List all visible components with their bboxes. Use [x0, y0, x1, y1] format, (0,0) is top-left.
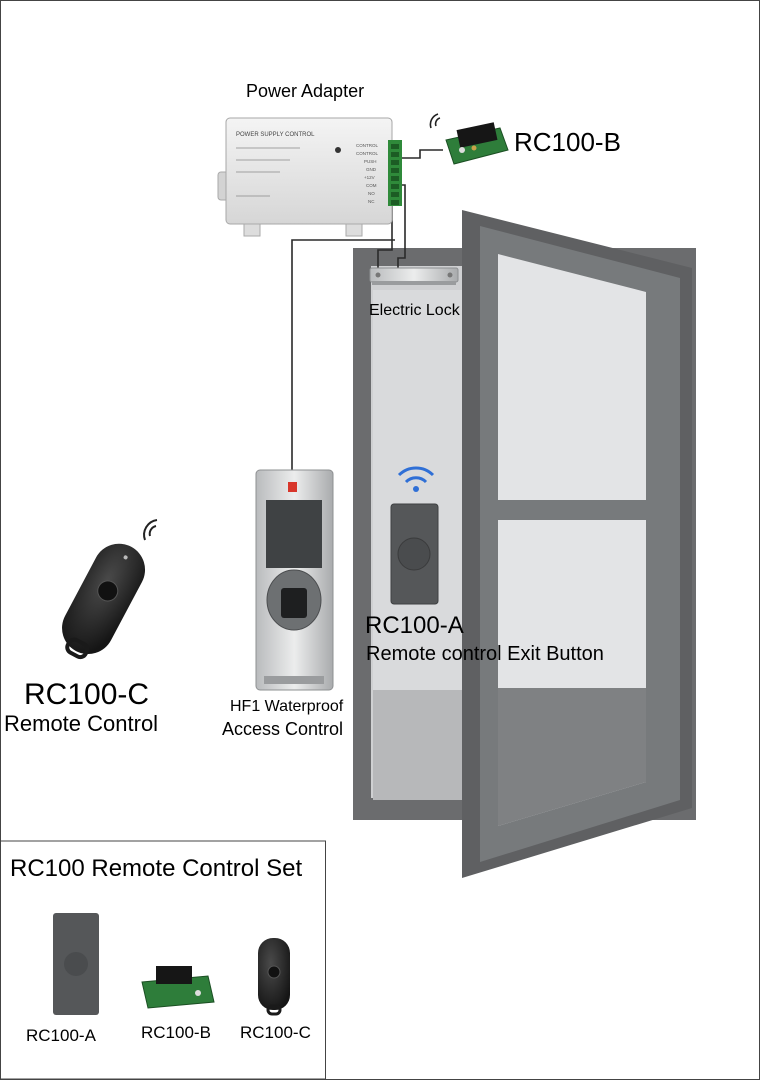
label-rc100c: RC100-C [24, 678, 150, 711]
label-rc100a: RC100-A [365, 612, 464, 639]
electric-lock [369, 267, 459, 285]
set-label-rc100c: RC100-C [240, 1023, 311, 1042]
relay [456, 122, 498, 148]
wifi-icon [404, 476, 428, 484]
label-rc100b: RC100-B [514, 127, 621, 157]
rc100a-exit-button [390, 466, 439, 605]
wire-lock-a [397, 184, 406, 270]
terminal-labels: CONTROL CONTROL PUSH GND +12V COM NO NC [356, 143, 378, 204]
wifi-icon [434, 117, 441, 127]
rc100b-receiver [429, 113, 509, 165]
label-electric-lock: Electric Lock [369, 302, 460, 319]
rc100c-remote [62, 519, 158, 660]
terminal-label: +12V [364, 175, 375, 180]
label-hf1-line2: Access Control [222, 719, 344, 739]
relay [156, 966, 192, 984]
lock-body [369, 267, 459, 283]
floor-shade [373, 690, 462, 800]
hf1-led [288, 482, 297, 492]
door-upper-pane [498, 254, 646, 500]
terminal-label: NO [368, 191, 375, 196]
label-rc100c-desc: Remote Control [4, 711, 159, 736]
label-hf1-line1: HF1 Waterproof [230, 698, 344, 715]
set-item-rc100c [258, 938, 290, 1016]
terminal-label: COM [366, 183, 377, 188]
hf1-access-control [255, 469, 334, 691]
label-power-adapter: Power Adapter [246, 81, 365, 101]
power-led [335, 147, 341, 153]
door [353, 210, 696, 878]
terminal-label: NC [368, 199, 375, 204]
wire-receiver [400, 149, 443, 159]
label-rc100a-desc: Remote control Exit Button [366, 643, 604, 665]
terminal-label: PUSH [364, 159, 377, 164]
door-lower-shade [498, 688, 646, 826]
set-panel [0, 840, 326, 1080]
wire-access-control [291, 239, 395, 470]
terminal-label: GND [366, 167, 377, 172]
hf1-card-area [266, 500, 322, 568]
power-box-title: POWER SUPPLY CONTROL [236, 132, 315, 138]
remote-button [97, 580, 119, 602]
terminal-label: CONTROL [356, 151, 378, 156]
set-label-rc100b: RC100-B [141, 1023, 211, 1042]
set-panel-title: RC100 Remote Control Set [10, 855, 303, 882]
wifi-icon [148, 525, 157, 537]
set-label-rc100a: RC100-A [26, 1026, 96, 1045]
fingerprint-sensor-icon [281, 588, 307, 618]
power-supply [217, 117, 402, 237]
terminal-label: CONTROL [356, 143, 378, 148]
